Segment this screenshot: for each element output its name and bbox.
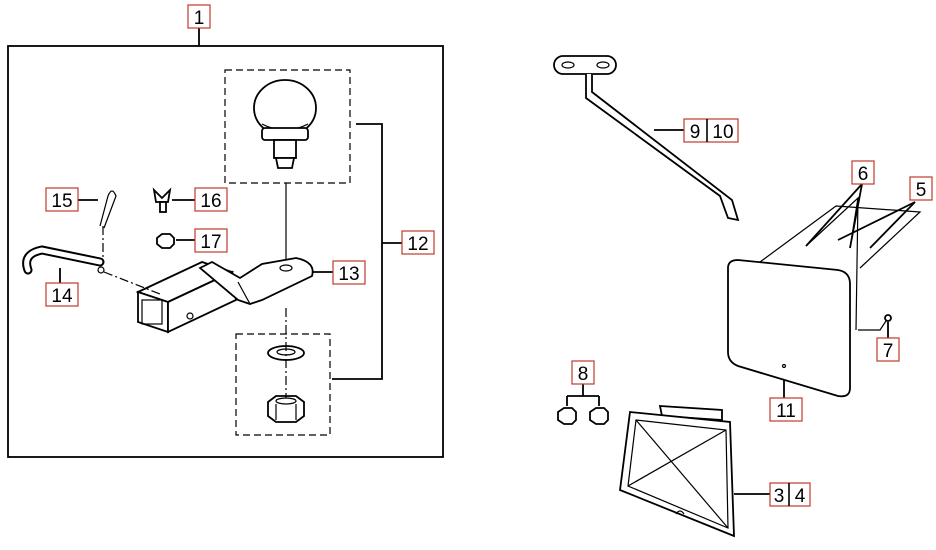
flange-nuts [557, 407, 609, 425]
item-6-leader-a [805, 183, 863, 247]
hair-pin-clip [99, 190, 117, 264]
svg-text:12: 12 [407, 234, 428, 255]
hitch-pin [22, 245, 105, 275]
svg-text:7: 7 [883, 341, 894, 362]
svg-text:16: 16 [200, 191, 221, 212]
callout-3-4: 3 4 [769, 482, 811, 507]
callout-7: 7 [876, 337, 900, 362]
callout-16: 16 [194, 187, 228, 212]
pin-axis-line [103, 271, 161, 295]
callout-1: 1 [187, 4, 211, 29]
callout-5: 5 [909, 176, 933, 201]
item-5-leader-a [837, 201, 916, 241]
callout-15: 15 [45, 187, 79, 212]
svg-text:17: 17 [200, 232, 221, 253]
wing-bolt [152, 187, 172, 213]
small-nut [156, 233, 175, 249]
item-8-leader [566, 384, 600, 406]
svg-text:6: 6 [858, 164, 869, 185]
svg-text:9: 9 [690, 122, 701, 143]
drawbar [198, 257, 314, 305]
hitch-kit-frame [7, 45, 444, 458]
svg-text:8: 8 [578, 364, 589, 385]
ball-detail-box [224, 69, 351, 184]
item-12-bracket [332, 123, 383, 380]
svg-text:11: 11 [776, 401, 796, 422]
mounting-arm [553, 55, 740, 222]
callout-9-10: 9 10 [683, 118, 739, 143]
svg-text:3: 3 [774, 486, 785, 507]
callout-12: 12 [401, 230, 435, 255]
hex-nut [267, 395, 305, 423]
item-6-leader-b [849, 183, 863, 249]
svg-text:5: 5 [916, 180, 927, 201]
svg-text:1: 1 [194, 8, 205, 29]
mud-flap [727, 196, 922, 398]
svg-text:15: 15 [51, 191, 72, 212]
callout-6: 6 [851, 160, 875, 185]
item-5-leader-b [869, 201, 916, 249]
svg-text:10: 10 [712, 122, 733, 143]
tow-ball [253, 79, 317, 169]
callout-17: 17 [194, 228, 228, 253]
svg-text:4: 4 [795, 486, 806, 507]
callout-14: 14 [45, 282, 79, 307]
nut-detail-box [235, 333, 331, 436]
callout-11: 11 [769, 397, 803, 422]
svg-text:14: 14 [51, 286, 73, 307]
callout-8: 8 [571, 360, 595, 385]
svg-text:13: 13 [338, 264, 359, 285]
callout-13: 13 [332, 260, 366, 285]
flap-bracket [619, 405, 735, 538]
